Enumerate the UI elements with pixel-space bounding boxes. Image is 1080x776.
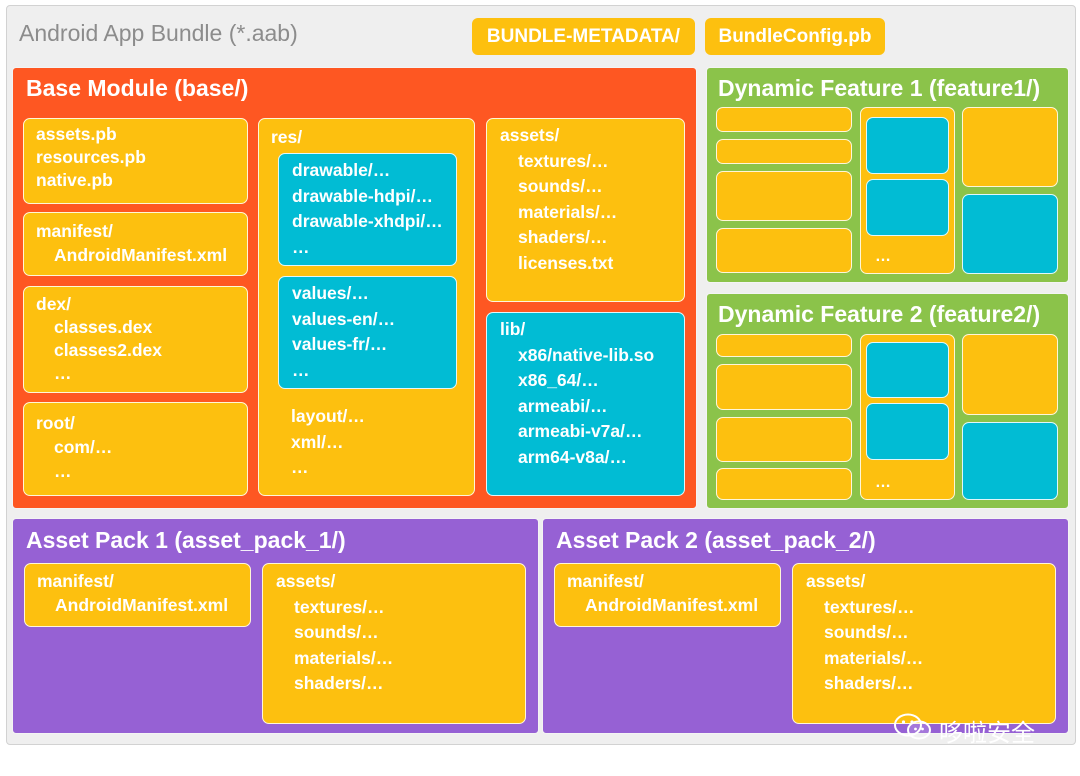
folder-values-fr: values-fr/…	[292, 334, 388, 354]
pack1-assets-box: assets/ textures/… sounds/… materials/… …	[262, 563, 526, 724]
ellipsis: …	[54, 363, 72, 383]
feature2-resource	[962, 422, 1058, 500]
file-resources-pb: resources.pb	[36, 147, 146, 167]
folder-res: res/	[271, 127, 303, 147]
file-native-pb: native.pb	[36, 170, 113, 190]
folder-drawable-hdpi: drawable-hdpi/…	[292, 185, 433, 206]
ellipsis: …	[875, 248, 891, 265]
folder-textures: textures/…	[294, 596, 385, 617]
bundle-title: Android App Bundle (*.aab)	[19, 20, 298, 46]
feature2-title: Dynamic Feature 2 (feature2/)	[718, 301, 1041, 327]
lib-box: lib/ x86/native-lib.so x86_64/… armeabi/…	[486, 312, 685, 496]
folder-values: values/…	[292, 283, 369, 303]
folder-sounds: sounds/…	[518, 176, 603, 196]
feature2-resource	[866, 342, 949, 398]
folder-armeabi-v7a: armeabi-v7a/…	[518, 421, 643, 441]
folder-assets: assets/	[276, 571, 336, 591]
root-box: root/ com/… …	[23, 402, 248, 496]
folder-dex: dex/	[36, 294, 72, 314]
feature2-block	[716, 334, 852, 357]
ellipsis: …	[292, 236, 310, 257]
ellipsis: …	[292, 359, 310, 380]
folder-drawable-xhdpi: drawable-xhdpi/…	[292, 211, 443, 231]
folder-shaders: shaders/…	[518, 227, 608, 247]
file-android-manifest: AndroidManifest.xml	[55, 595, 229, 615]
pack2-assets-box: assets/ textures/… sounds/… materials/… …	[792, 563, 1056, 724]
res-other-folders: layout/… xml/… …	[291, 404, 365, 481]
feature2-resource	[866, 403, 949, 460]
folder-lib: lib/	[500, 319, 526, 339]
folder-root: root/	[36, 413, 75, 433]
folder-drawable: drawable/…	[292, 160, 391, 180]
feature2-block	[716, 468, 852, 500]
folder-layout: layout/…	[291, 406, 365, 426]
pack2-manifest-box: manifest/ AndroidManifest.xml	[554, 563, 781, 627]
base-manifest-box: manifest/ AndroidManifest.xml	[23, 212, 248, 276]
base-assets-box: assets/ textures/… sounds/… materials/… …	[486, 118, 685, 302]
folder-values-en: values-en/…	[292, 308, 396, 329]
folder-sounds: sounds/…	[824, 622, 909, 642]
folder-materials: materials/…	[518, 201, 618, 222]
wechat-icon	[893, 712, 933, 749]
feature1-resource	[962, 194, 1058, 274]
folder-assets: assets/	[806, 571, 866, 591]
folder-manifest: manifest/	[567, 571, 644, 591]
file-classes2-dex: classes2.dex	[54, 340, 163, 360]
folder-textures: textures/…	[518, 150, 609, 171]
folder-textures: textures/…	[824, 596, 915, 617]
feature1-title: Dynamic Feature 1 (feature1/)	[718, 75, 1041, 101]
folder-manifest: manifest/	[37, 571, 114, 591]
feature1-block	[716, 107, 852, 132]
ellipsis: …	[54, 461, 72, 481]
folder-manifest: manifest/	[36, 221, 113, 241]
base-module-title: Base Module (base/)	[26, 75, 249, 101]
watermark-text: 哆啦安全	[939, 720, 1035, 747]
feature2-block	[716, 417, 852, 462]
folder-assets: assets/	[500, 125, 560, 145]
folder-armeabi: armeabi/…	[518, 395, 608, 416]
dex-box: dex/ classes.dex classes2.dex …	[23, 286, 248, 393]
feature1-resource	[866, 179, 949, 236]
feature1-block	[716, 139, 852, 164]
file-classes-dex: classes.dex	[54, 317, 153, 337]
feature2-block	[716, 364, 852, 410]
pb-files-box: assets.pb resources.pb native.pb	[23, 118, 248, 204]
asset-pack-1-title: Asset Pack 1 (asset_pack_1/)	[26, 527, 346, 553]
file-x86-native-lib: x86/native-lib.so	[518, 344, 655, 365]
asset-pack-2-title: Asset Pack 2 (asset_pack_2/)	[556, 527, 876, 553]
folder-shaders: shaders/…	[824, 673, 914, 693]
file-assets-pb: assets.pb	[36, 124, 117, 144]
pack1-manifest-box: manifest/ AndroidManifest.xml	[24, 563, 251, 627]
file-android-manifest: AndroidManifest.xml	[54, 245, 228, 265]
watermark: 哆啦安全	[893, 712, 1035, 749]
folder-shaders: shaders/…	[294, 673, 384, 693]
bundle-metadata-box: BUNDLE-METADATA/	[472, 18, 695, 55]
file-android-manifest: AndroidManifest.xml	[585, 595, 759, 615]
values-box: values/… values-en/… values-fr/… …	[278, 276, 457, 389]
feature1-block	[716, 171, 852, 221]
ellipsis: …	[875, 474, 891, 491]
bundle-config-box: BundleConfig.pb	[705, 18, 885, 55]
feature1-resource	[866, 117, 949, 174]
folder-materials: materials/…	[824, 647, 924, 668]
folder-sounds: sounds/…	[294, 622, 379, 642]
feature2-block	[962, 334, 1058, 415]
ellipsis: …	[291, 457, 309, 477]
folder-xml: xml/…	[291, 431, 344, 452]
folder-materials: materials/…	[294, 647, 394, 668]
folder-arm64-v8a: arm64-v8a/…	[518, 446, 627, 467]
file-licenses: licenses.txt	[518, 252, 614, 273]
feature1-block	[716, 228, 852, 273]
folder-com: com/…	[54, 437, 113, 457]
drawable-box: drawable/… drawable-hdpi/… drawable-xhdp…	[278, 153, 457, 266]
folder-x86-64: x86_64/…	[518, 370, 599, 390]
feature1-block	[962, 107, 1058, 187]
